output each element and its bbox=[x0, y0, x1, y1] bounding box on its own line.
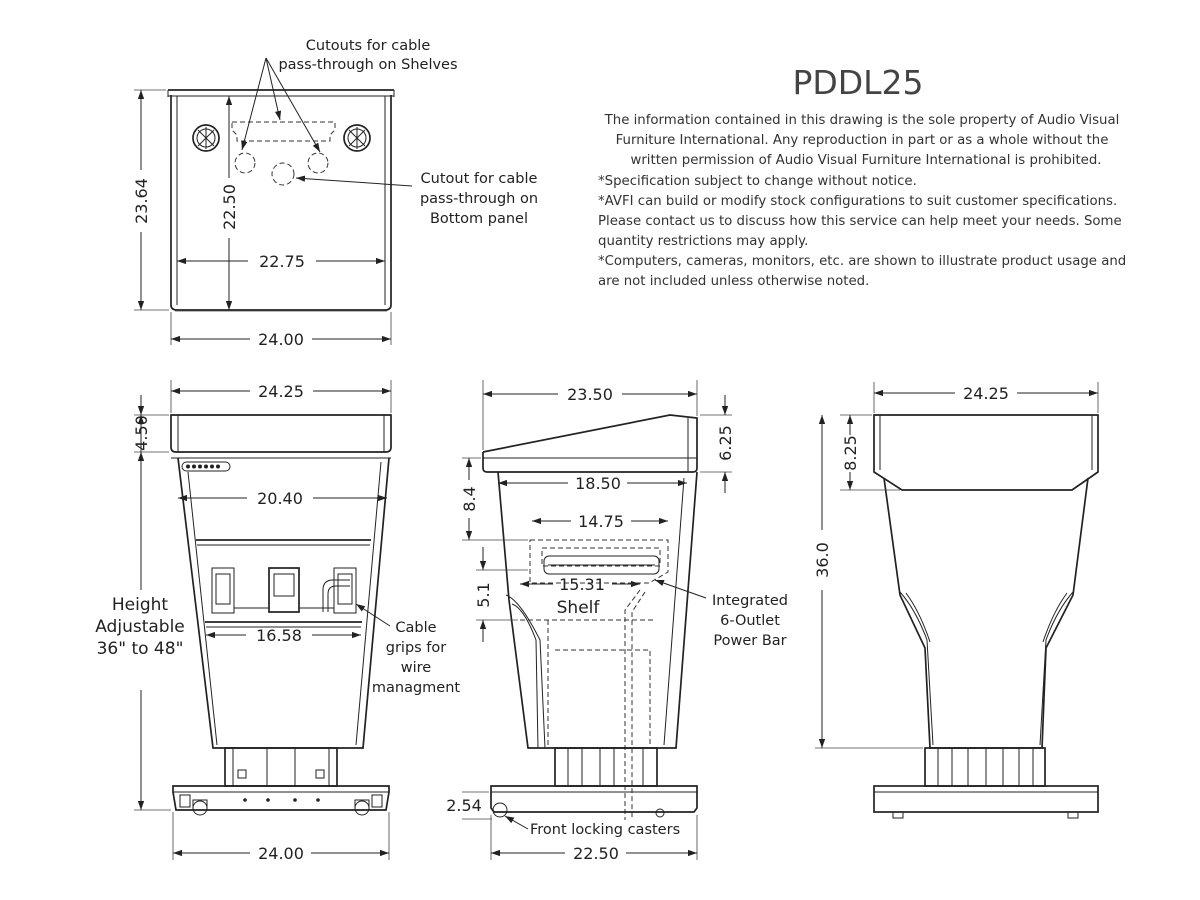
label-cable-grips: managment bbox=[372, 680, 461, 696]
info-line: Furniture International. Any reproductio… bbox=[616, 133, 1109, 148]
bottom-cutout bbox=[271, 162, 295, 186]
top-view: Cutouts for cable pass-through on Shelve… bbox=[132, 38, 538, 349]
dim-back-total-height: 36.0 bbox=[813, 542, 832, 578]
info-line: *Computers, cameras, monitors, etc. are … bbox=[598, 254, 1126, 269]
caster-wheel bbox=[492, 802, 508, 818]
dim-side-shelf-height: 5.1 bbox=[474, 582, 493, 607]
label-cable-grips: wire bbox=[401, 660, 432, 676]
back-top-panel bbox=[873, 414, 1099, 491]
dim-side-base-height: 2.54 bbox=[446, 796, 482, 815]
power-strip bbox=[181, 461, 231, 472]
label-front-casters: Front locking casters bbox=[530, 822, 680, 838]
front-column bbox=[224, 747, 338, 787]
side-view: 23.50 6.25 18.50 8.4 14.75 15.31 Shelf 5… bbox=[446, 380, 788, 863]
info-line: written permission of Audio Visual Furni… bbox=[630, 153, 1101, 168]
shelf-cutout bbox=[307, 152, 329, 174]
dim-inner-width: 22.75 bbox=[259, 252, 305, 271]
front-view: 24.25 4.50 20.40 16.58 Height Adjustable… bbox=[95, 380, 460, 863]
dim-side-top-inner: 18.50 bbox=[575, 474, 621, 493]
back-view: 24.25 8.25 36.0 bbox=[813, 382, 1099, 819]
dim-front-inner-width: 20.40 bbox=[257, 489, 303, 508]
dim-height: 23.64 bbox=[132, 178, 151, 224]
info-line: The information contained in this drawin… bbox=[604, 113, 1120, 128]
label-power-bar: 6-Outlet bbox=[720, 613, 780, 629]
dim-side-front-height: 6.25 bbox=[716, 425, 735, 461]
label-bottom-cutout: pass-through on bbox=[420, 191, 538, 207]
caster-icon bbox=[343, 124, 371, 152]
info-line: quantity restrictions may apply. bbox=[598, 234, 808, 249]
front-base bbox=[172, 785, 390, 811]
dim-side-top-width: 23.50 bbox=[567, 385, 613, 404]
label-height-adjustable: Height bbox=[112, 595, 169, 615]
dim-width: 24.00 bbox=[258, 330, 304, 349]
dim-front-base-width: 24.00 bbox=[258, 844, 304, 863]
dim-back-top-width: 24.25 bbox=[963, 384, 1009, 403]
label-cable-grips: grips for bbox=[386, 640, 447, 656]
label-height-adjustable: 36" to 48" bbox=[97, 639, 184, 659]
label-shelf: Shelf bbox=[557, 598, 601, 618]
label-bottom-cutout: Cutout for cable bbox=[421, 171, 538, 187]
dim-side-shelf-gap: 8.4 bbox=[460, 486, 479, 511]
side-base bbox=[490, 785, 698, 813]
side-top-panel bbox=[482, 414, 698, 473]
outlet-dots bbox=[186, 464, 220, 469]
back-base bbox=[873, 785, 1099, 813]
label-shelf-cutouts: Cutouts for cable bbox=[306, 38, 431, 54]
dim-side-base-width: 22.50 bbox=[573, 844, 619, 863]
shelf-cutout bbox=[231, 121, 336, 142]
label-height-adjustable: Adjustable bbox=[95, 617, 185, 637]
info-line: *Specification subject to change without… bbox=[598, 174, 917, 189]
label-power-bar: Integrated bbox=[712, 593, 788, 609]
top-view-outline bbox=[167, 89, 395, 312]
caster-icon bbox=[192, 124, 220, 152]
side-body bbox=[497, 471, 698, 749]
label-shelf-cutouts: pass-through on Shelves bbox=[278, 57, 457, 73]
dim-side-shelf-depth: 15.31 bbox=[559, 575, 605, 594]
dim-front-lower-width: 16.58 bbox=[256, 626, 302, 645]
dim-inner-depth: 22.50 bbox=[220, 184, 239, 230]
label-cable-grips: Cable bbox=[395, 620, 436, 636]
label-bottom-cutout: Bottom panel bbox=[430, 211, 528, 227]
product-title: PDDL25 bbox=[792, 63, 923, 102]
dim-front-top-width: 24.25 bbox=[258, 382, 304, 401]
shelf-cutout bbox=[234, 152, 256, 174]
power-bar bbox=[543, 555, 660, 575]
dim-back-top-height: 8.25 bbox=[841, 435, 860, 471]
side-column bbox=[554, 747, 658, 787]
info-block: The information contained in this drawin… bbox=[598, 113, 1126, 289]
dim-side-shelf-width: 14.75 bbox=[578, 512, 624, 531]
front-top-panel bbox=[170, 414, 392, 453]
info-line: *AVFI can build or modify stock configur… bbox=[598, 194, 1117, 209]
label-power-bar: Power Bar bbox=[713, 633, 786, 649]
info-line: are not included unless otherwise noted. bbox=[598, 274, 869, 289]
info-line: Please contact us to discuss how this se… bbox=[598, 214, 1122, 229]
back-column bbox=[924, 747, 1046, 787]
